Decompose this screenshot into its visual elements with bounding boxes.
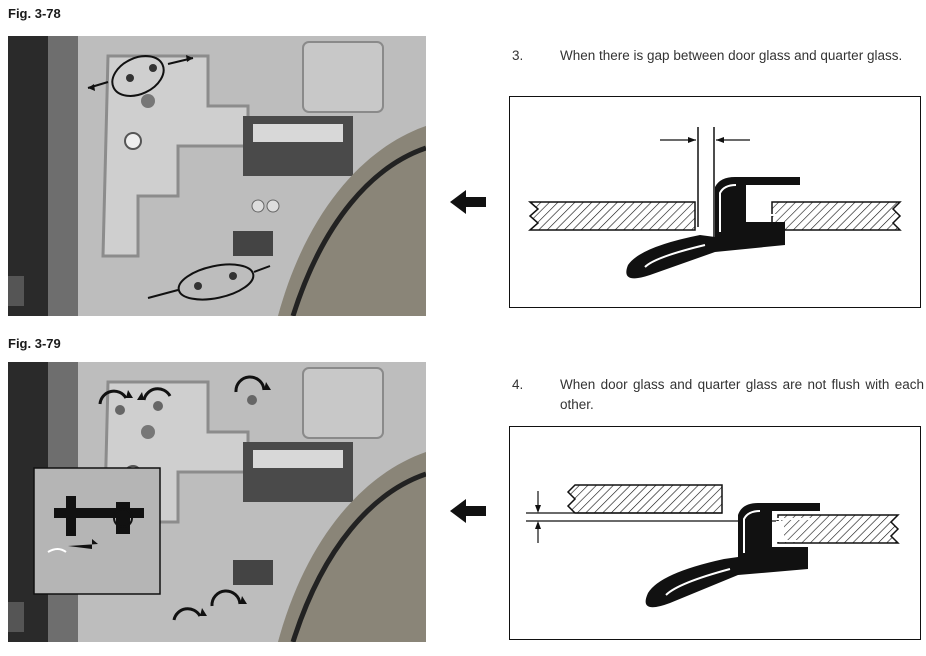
- step-number: 4.: [512, 377, 524, 392]
- fig-3-79-photo: [8, 362, 426, 642]
- flush-diagram: [509, 426, 921, 640]
- step-text: When there is gap between door glass and…: [560, 48, 903, 63]
- fig-3-79-label: Fig. 3-79: [8, 336, 61, 351]
- step-number: 3.: [512, 48, 524, 63]
- step-text: When door glass and quarter glass are no…: [560, 377, 924, 412]
- left-arrow-icon: [450, 499, 486, 528]
- step-3: 3. When there is gap between door glass …: [512, 46, 924, 90]
- step-4: 4. When door glass and quarter glass are…: [512, 375, 924, 419]
- left-arrow-icon: [450, 190, 486, 219]
- fig-3-78-photo: [8, 36, 426, 316]
- gap-diagram: [509, 96, 921, 308]
- fig-3-78-label: Fig. 3-78: [8, 6, 61, 21]
- rotation-arrow-icon: [98, 375, 266, 621]
